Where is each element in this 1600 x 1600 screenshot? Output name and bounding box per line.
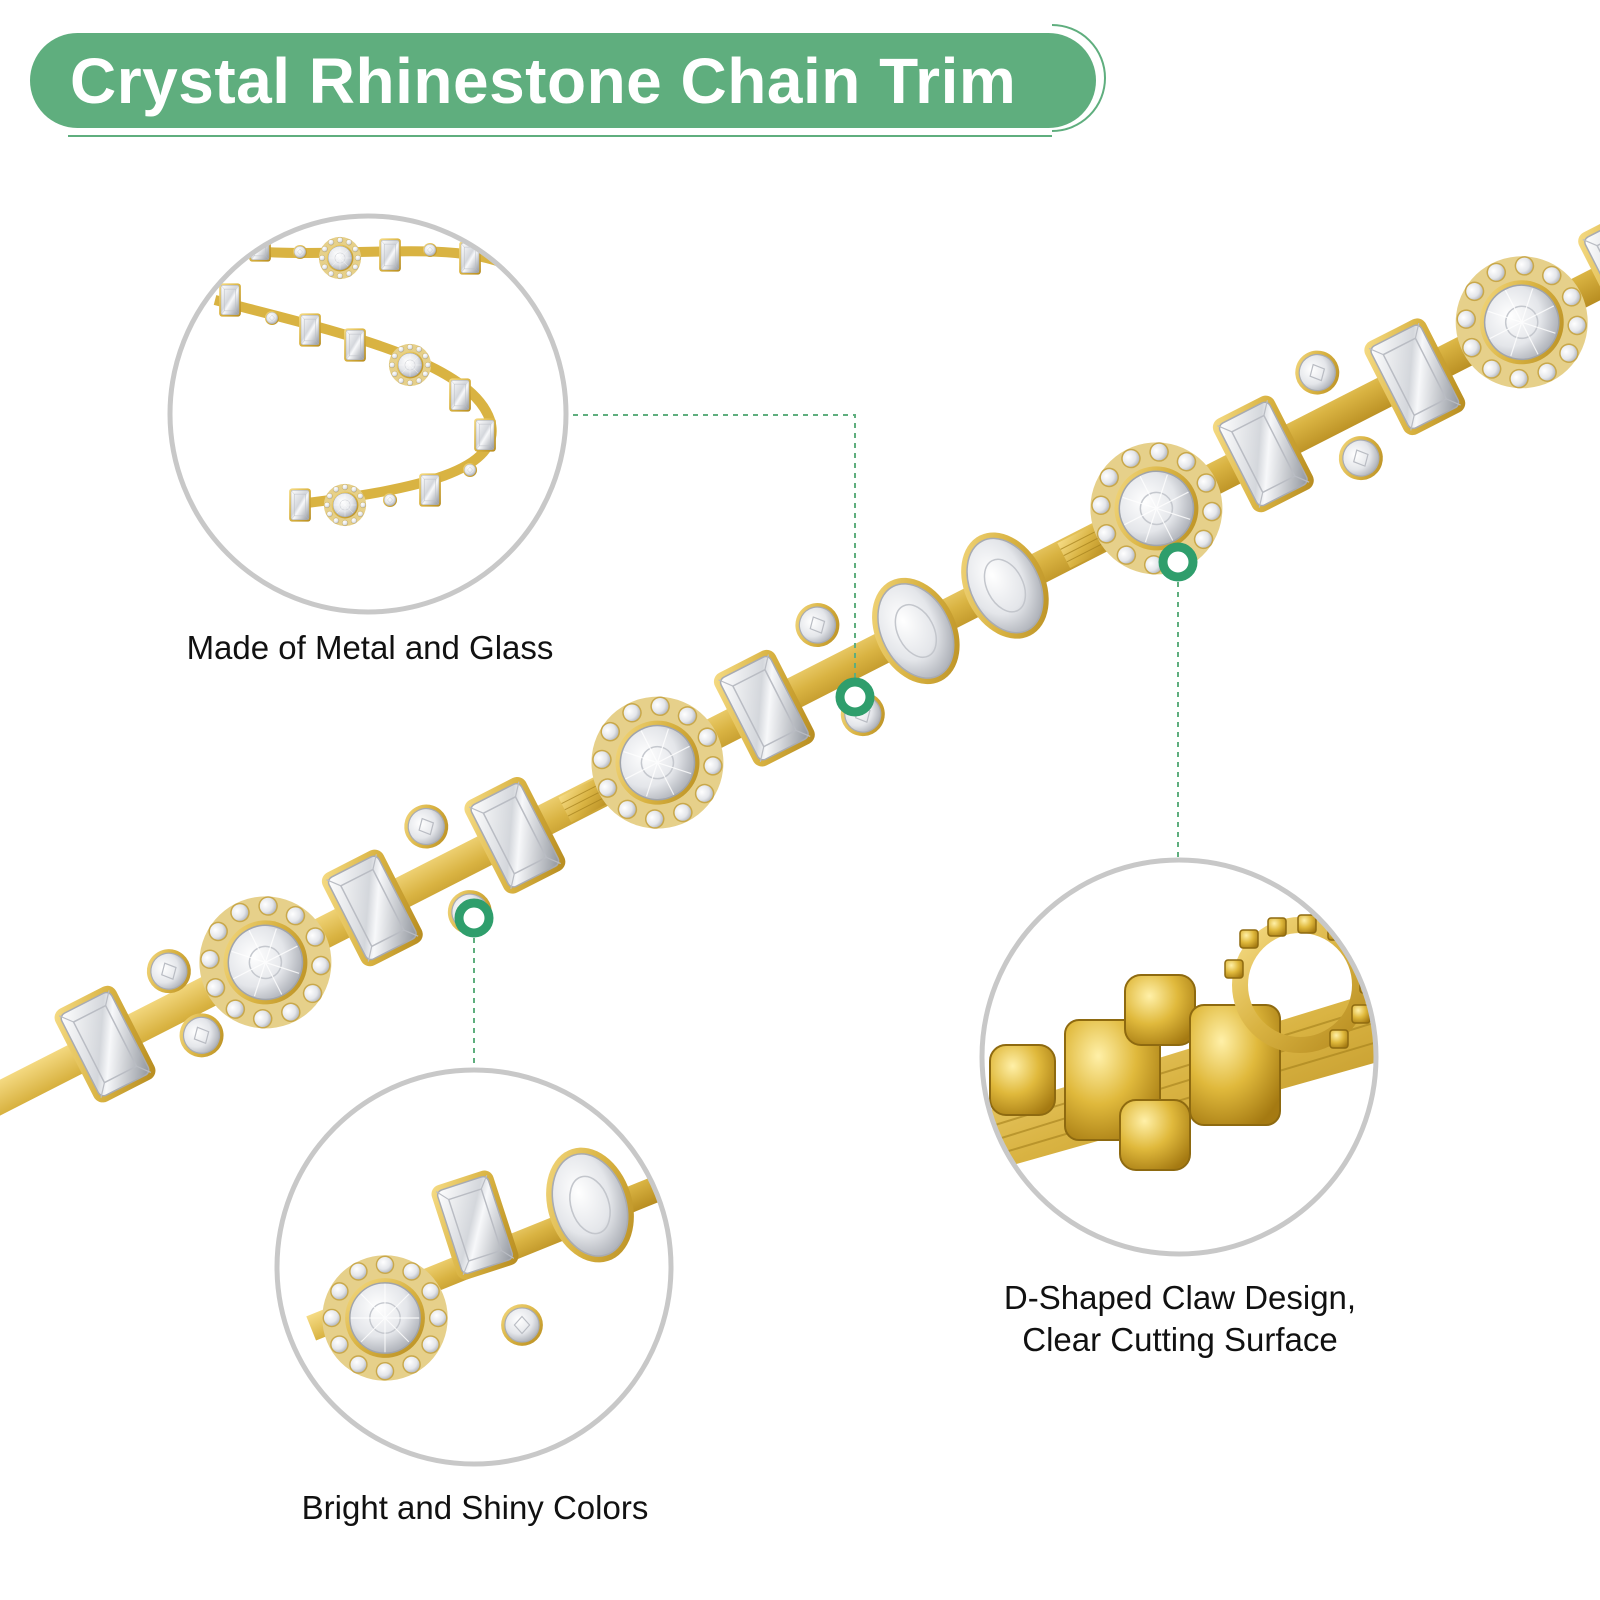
marker-dot-bright-shiny xyxy=(454,898,494,938)
caption-line: D-Shaped Claw Design, xyxy=(1003,1279,1357,1316)
caption-bright-shiny: Bright and Shiny Colors xyxy=(250,1487,700,1529)
marker-dot-metal-glass xyxy=(835,677,875,717)
caption-line: Bright and Shiny Colors xyxy=(301,1489,649,1526)
detail-circle-bright-shiny xyxy=(274,1067,674,1467)
main-chain-image xyxy=(0,205,1600,1159)
caption-claw-design: D-Shaped Claw Design, Clear Cutting Surf… xyxy=(940,1277,1420,1361)
page-title: Crystal Rhinestone Chain Trim xyxy=(70,44,1017,117)
leader-lines xyxy=(473,414,1179,1065)
title-banner: Crystal Rhinestone Chain Trim xyxy=(30,33,1096,128)
detail-circle-claw-design xyxy=(979,857,1379,1257)
detail-circle-metal-glass xyxy=(167,213,569,615)
leader-line-metal-glass xyxy=(563,414,856,682)
caption-line: Clear Cutting Surface xyxy=(1022,1321,1338,1358)
caption-metal-glass: Made of Metal and Glass xyxy=(140,627,600,669)
caption-line: Made of Metal and Glass xyxy=(186,629,554,666)
callout-markers xyxy=(454,542,1198,938)
marker-dot-claw-design xyxy=(1158,542,1198,582)
title-outline-decoration xyxy=(68,24,1106,137)
